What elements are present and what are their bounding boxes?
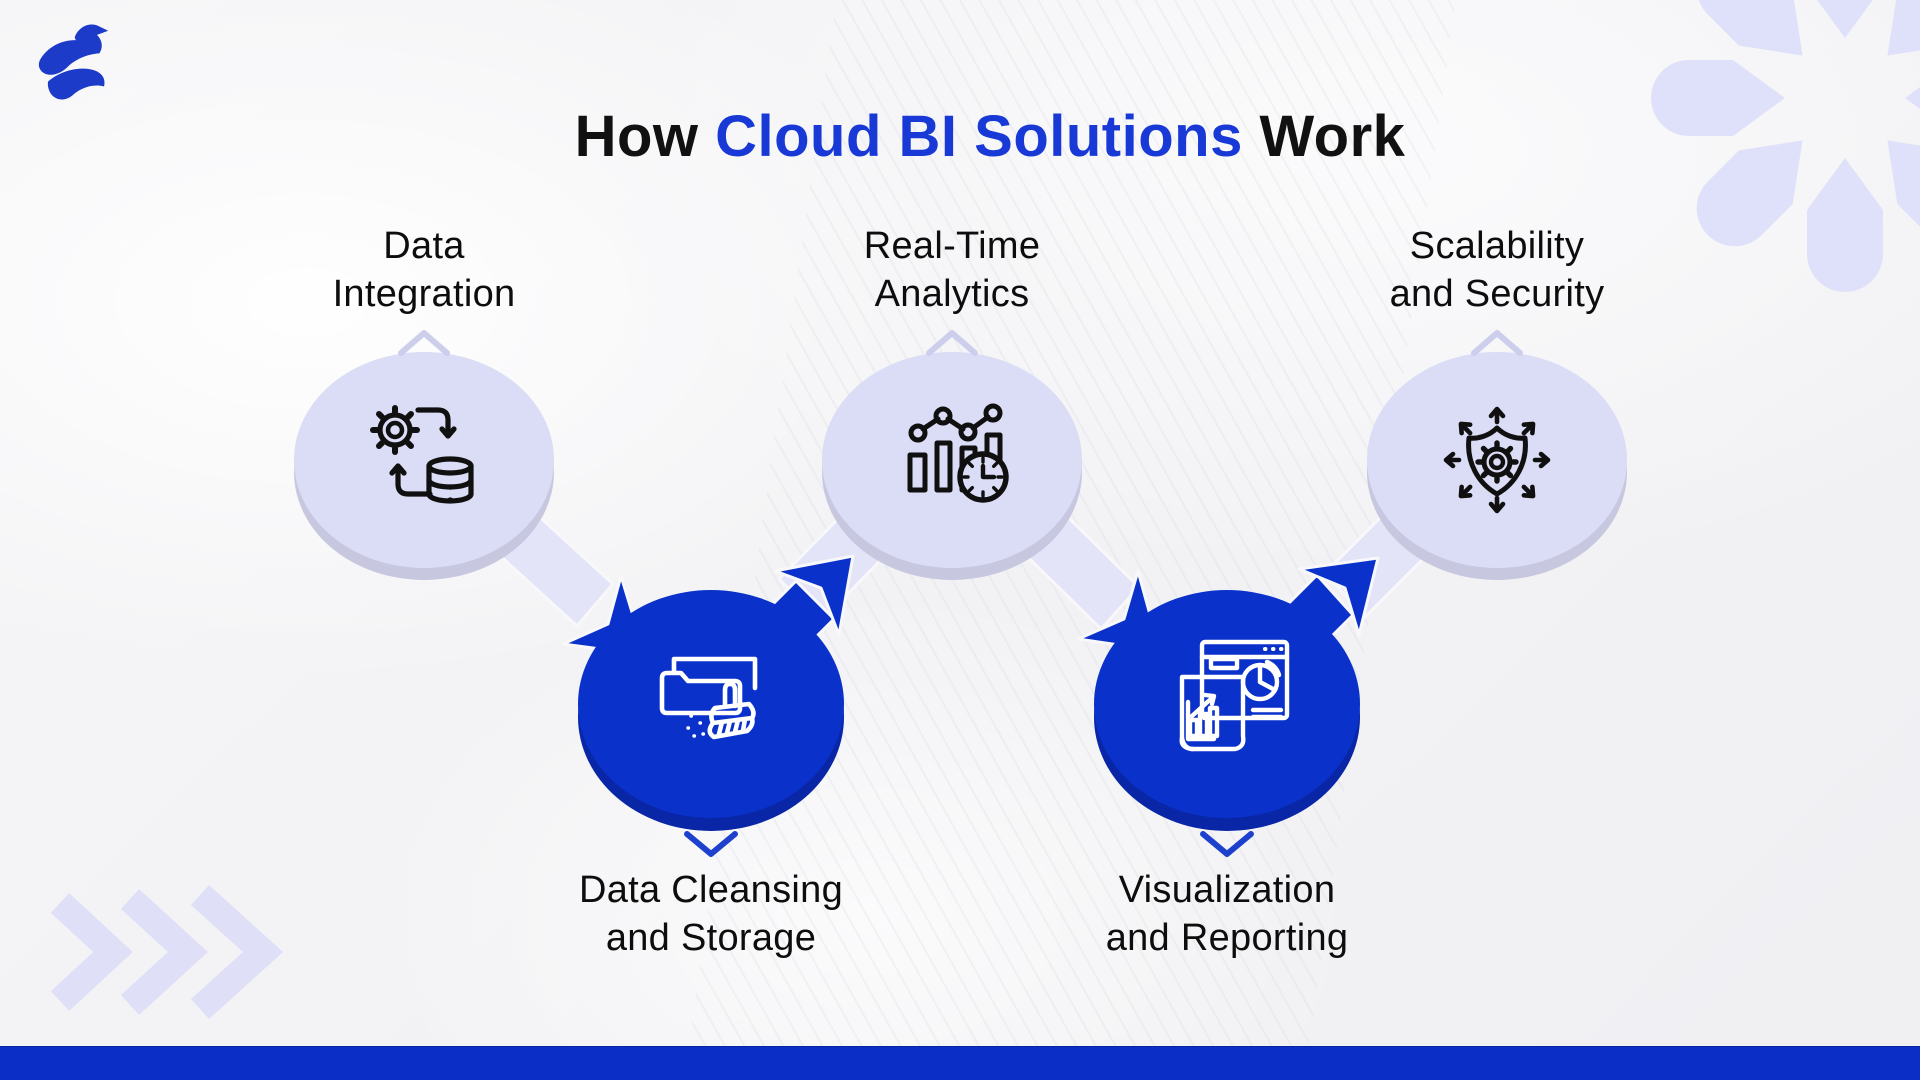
step-label-real-time-analytics: Real-Time Analytics [863, 225, 1041, 315]
step4-circle [1094, 590, 1360, 831]
shield-gear-arrows-icon [1443, 406, 1551, 514]
chevron-up-icon [1471, 330, 1523, 356]
step5-circle [1367, 352, 1627, 580]
page-title: How Cloud BI Solutions Work [30, 103, 1920, 170]
chevron-up-icon [398, 330, 450, 356]
petal-flower-shape [1651, 0, 1920, 292]
step-label-visualization-reporting: Visualization and Reporting [1105, 869, 1349, 959]
title-highlight: Cloud BI Solutions [715, 103, 1243, 169]
bar-chart-clock-icon [907, 403, 1009, 503]
step2-circle [578, 590, 844, 831]
step-label-data-cleansing-storage: Data Cleansing and Storage [578, 869, 844, 959]
label-pointer-chevrons [398, 330, 1523, 857]
arrowhead-step4-to-step5 [1297, 556, 1380, 637]
step-label-data-integration: Data Integration [332, 225, 516, 315]
arrowhead-step2-to-step3 [773, 554, 855, 637]
step-circles [294, 352, 1627, 831]
phoenix-bird-logo [38, 24, 109, 100]
title-suffix: Work [1242, 103, 1406, 169]
step-label-scalability-security: Scalability and Security [1389, 225, 1605, 315]
report-pie-chart-icon [1179, 639, 1290, 752]
bottom-accent-bar [0, 1046, 1920, 1080]
radiating-arrows [1443, 406, 1551, 514]
chevron-down-icon [684, 831, 738, 857]
step1-circle [294, 352, 554, 580]
chevron-up-icon [926, 330, 978, 356]
chevron-down-icon [1200, 831, 1254, 857]
folder-broom-icon [659, 656, 758, 740]
gear-sync-database-icon [370, 405, 474, 504]
triple-chevron-right [50, 884, 284, 1020]
title-prefix: How [574, 103, 716, 169]
